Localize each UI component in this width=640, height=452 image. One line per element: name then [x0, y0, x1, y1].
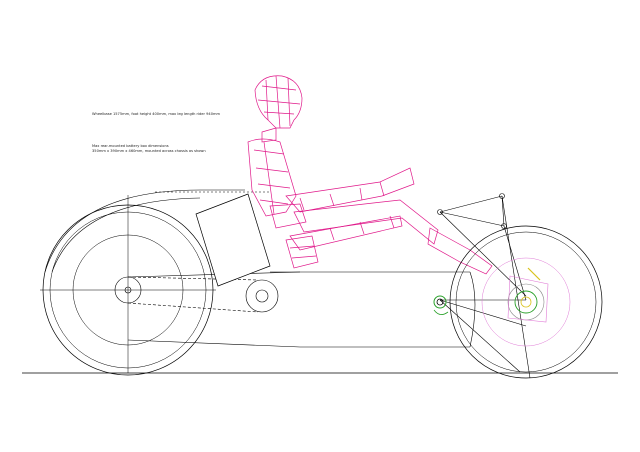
- rider-figure-icon: [247, 75, 493, 275]
- rear-fender: [44, 189, 270, 273]
- drive-belt: [127, 276, 279, 313]
- chassis: [127, 271, 476, 348]
- battery-note-line1: Max rear-mounted battery box dimensions: [92, 144, 169, 148]
- battery-note: Max rear-mounted battery box dimensions …: [92, 144, 206, 154]
- front-pivot: [433, 295, 449, 315]
- battery-note-line2: 350mm x 390mm x 460mm, mounted across ch…: [92, 149, 206, 153]
- spec-note: Wheelbase 1575mm, foot height 400mm, max…: [92, 112, 221, 116]
- battery-box: [195, 193, 271, 287]
- rear-wheel-icon: [40, 195, 216, 376]
- front-wheel-icon: [449, 225, 603, 379]
- front-suspension: [437, 193, 531, 379]
